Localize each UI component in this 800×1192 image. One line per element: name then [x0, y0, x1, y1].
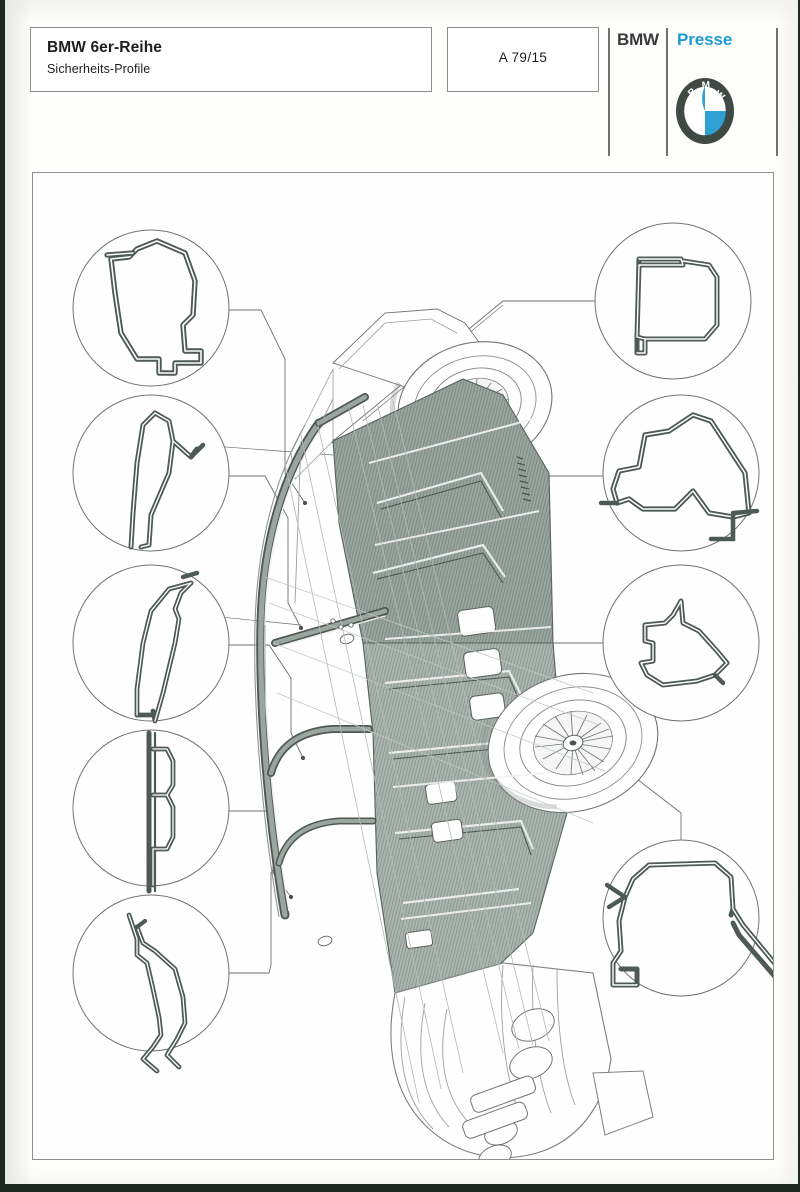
callout-profile-roof-joint[interactable] — [72, 394, 230, 552]
safety-profile-diagram — [72, 222, 773, 1159]
brand-divider-mid — [666, 28, 668, 156]
document-code: A 79/15 — [498, 50, 548, 65]
page-subtitle: Sicherheits-Profile — [47, 62, 151, 76]
callout-profile-crossmember[interactable] — [602, 564, 760, 722]
document-header: BMW 6er-Reihe Sicherheits-Profile A 79/1… — [5, 0, 798, 168]
callout-profile-box-section[interactable] — [594, 222, 752, 380]
brand-block: BMW Presse B M W — [608, 24, 788, 159]
title-box — [30, 27, 432, 92]
document-page: BMW 6er-Reihe Sicherheits-Profile A 79/1… — [5, 0, 798, 1184]
callout-profile-front-rail[interactable] — [602, 839, 773, 997]
brand-channel-label: Presse — [677, 30, 733, 49]
brand-divider-left — [608, 28, 610, 156]
illustration-plate — [32, 172, 774, 1160]
callout-profile-sill[interactable] — [72, 894, 230, 1074]
callout-profile-side-impact-beam[interactable] — [72, 729, 230, 894]
bmw-roundel-icon: B M W — [676, 78, 734, 144]
brand-divider-right — [776, 28, 778, 156]
car-body-cutaway — [254, 308, 659, 1159]
svg-text:M: M — [701, 80, 710, 92]
callout-profile-a-pillar[interactable] — [72, 229, 230, 387]
brand-wordmark: BMW — [617, 30, 659, 49]
callout-profile-wheelhouse[interactable] — [598, 394, 760, 552]
callout-profile-windscreen-frame[interactable] — [72, 564, 230, 724]
page-title: BMW 6er-Reihe — [47, 39, 162, 56]
